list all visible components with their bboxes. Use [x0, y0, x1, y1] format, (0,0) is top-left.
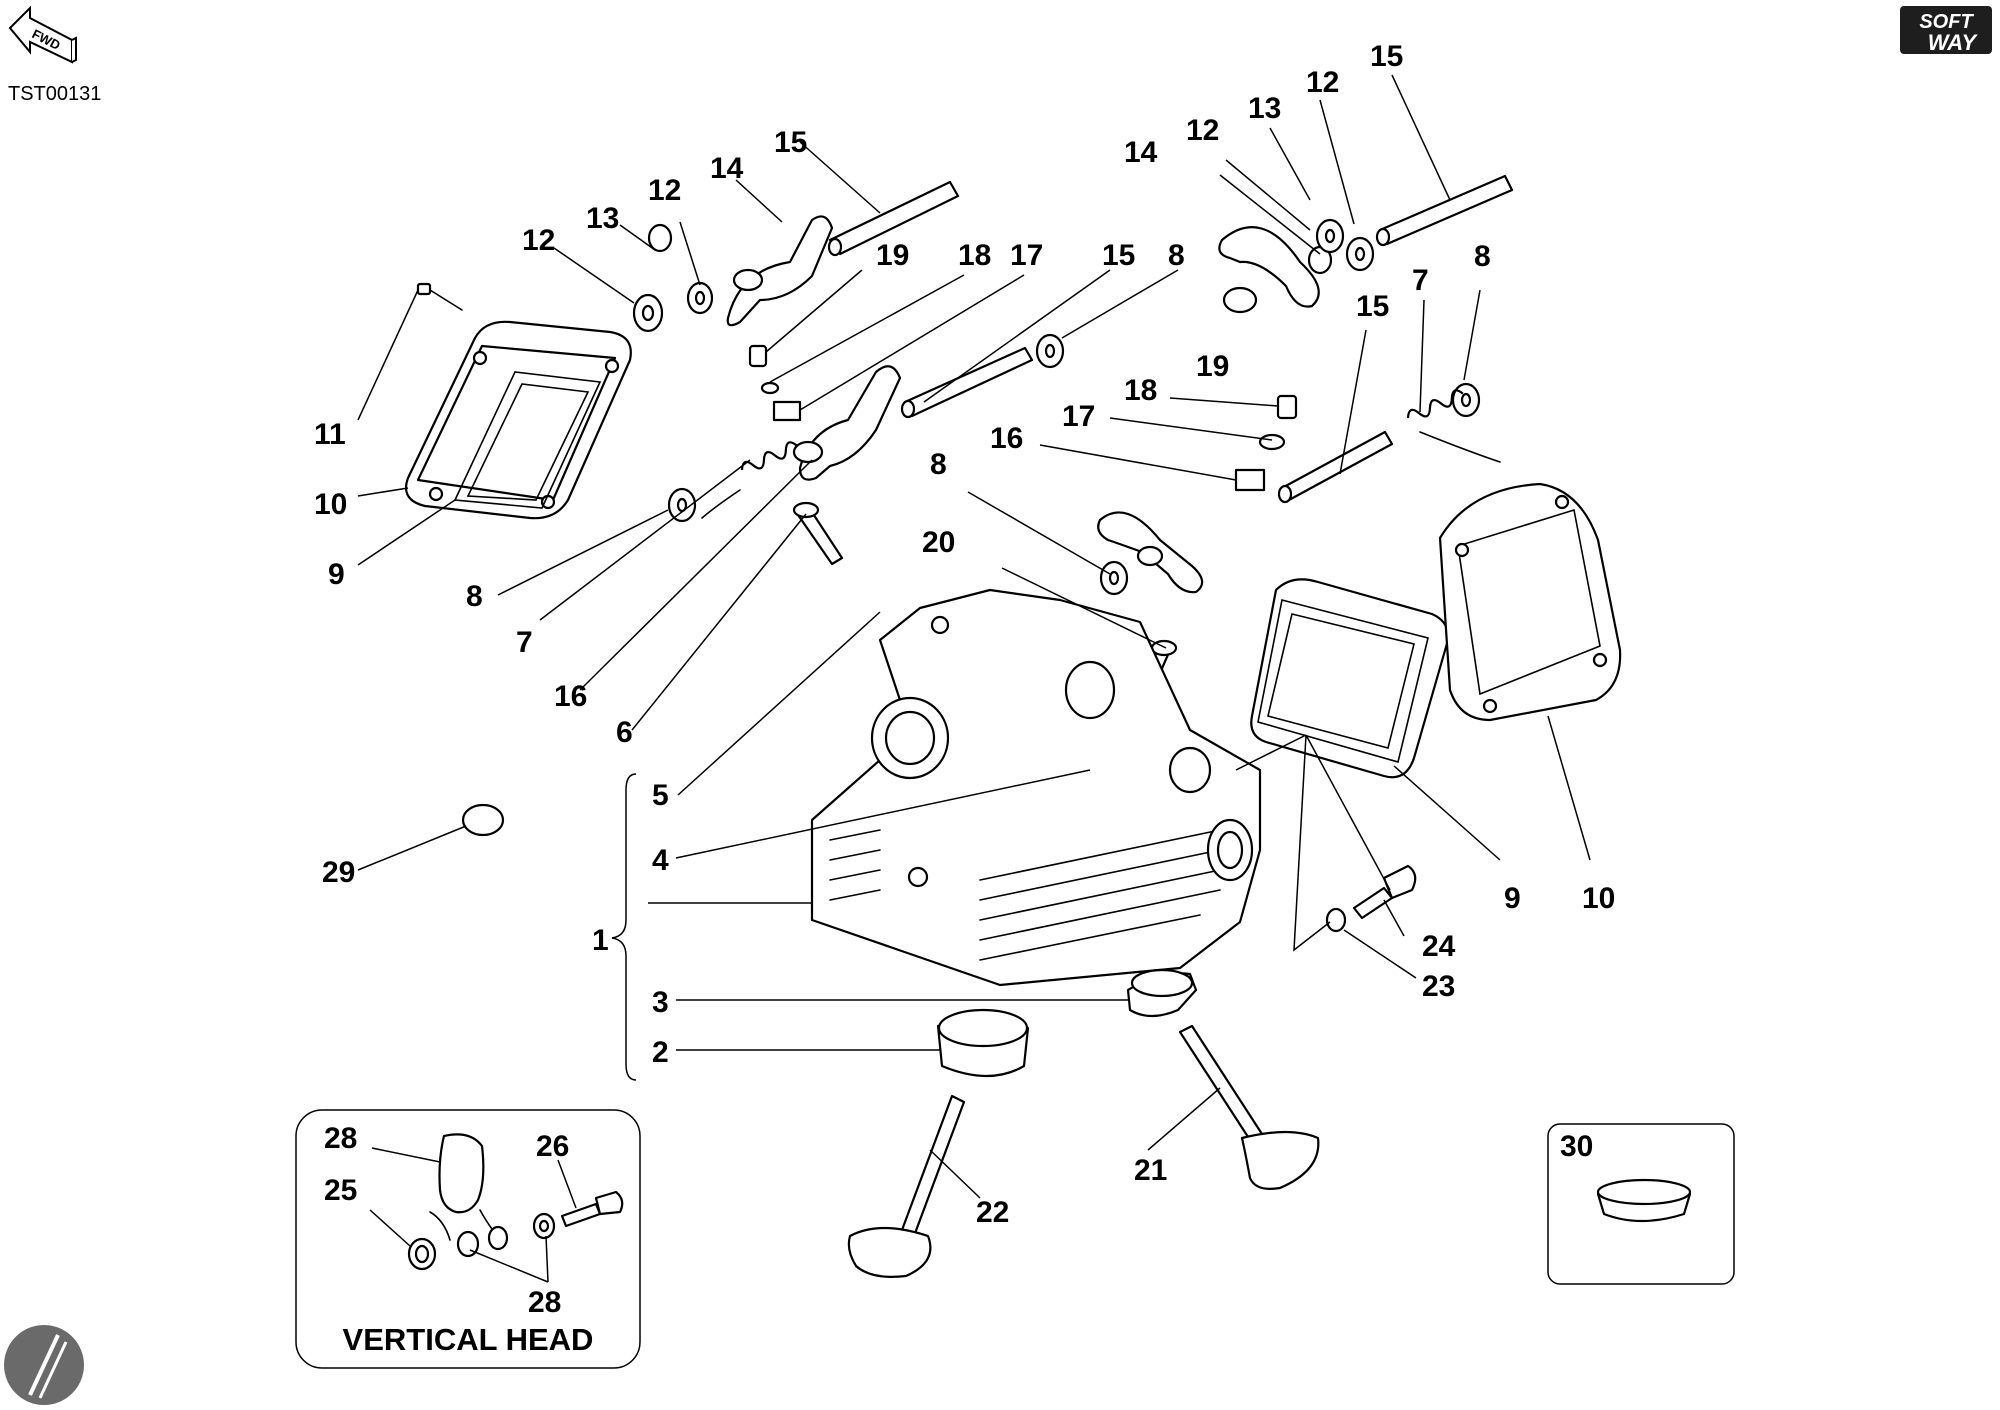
callout-8-right-upper: 8 — [1474, 240, 1491, 273]
callout-18-left: 18 — [958, 239, 991, 272]
callout-labels: 11 10 9 8 7 16 6 5 4 1 3 2 29 12 13 12 1… — [314, 40, 1615, 1229]
callout-15-right-mid: 15 — [1356, 290, 1389, 323]
callout-5: 5 — [652, 779, 669, 812]
valve-springs — [701, 387, 1501, 519]
right-valve-cover — [1438, 482, 1622, 722]
callout-7-right: 7 — [1412, 264, 1429, 297]
plug-29 — [461, 803, 505, 837]
callout-4: 4 — [652, 844, 669, 877]
callout-28: 28 — [528, 1286, 561, 1319]
left-cover-gasket — [453, 371, 602, 509]
callout-12-left-inner: 12 — [648, 174, 681, 207]
callout-10-right: 10 — [1582, 882, 1615, 915]
callout-16-right: 16 — [990, 422, 1023, 455]
valve-seat-rings — [936, 968, 1198, 1078]
callout-8: 8 — [466, 580, 483, 613]
cover-bolt-and-washer — [1325, 864, 1417, 933]
callout-11: 11 — [314, 418, 346, 451]
callout-1: 1 — [592, 924, 609, 957]
valve-intake — [847, 1094, 966, 1278]
rocker-shaft-mid-left — [900, 346, 1034, 419]
corner-stamp-icon — [4, 1325, 84, 1405]
inset-vertical-head: 28 25 26 28 VERTICAL HEAD — [295, 1109, 641, 1369]
callout-18-right: 18 — [1124, 374, 1157, 407]
right-cover-gasket — [1250, 578, 1450, 779]
callout-3: 3 — [652, 986, 669, 1019]
callout-6: 6 — [616, 716, 633, 749]
softway-logo: SOFT WAY — [1900, 6, 1992, 55]
callout-7: 7 — [516, 626, 533, 659]
callout-25: 25 — [324, 1174, 357, 1207]
rocker-shaft-upper-right — [1375, 174, 1514, 247]
callout-24: 24 — [1422, 930, 1456, 963]
callout-17-right: 17 — [1062, 400, 1095, 433]
cylinder-head — [810, 588, 1262, 987]
valve-exhaust — [1178, 1024, 1320, 1190]
rocker-arm-mid-right — [1097, 511, 1204, 594]
callout-15-right-top: 15 — [1370, 40, 1403, 73]
document-id: TST00131 — [8, 83, 101, 105]
callout-17-left: 17 — [1010, 239, 1043, 272]
leader-lines — [357, 74, 1591, 1199]
callout-12-right-outer: 12 — [1186, 114, 1219, 147]
callout-8-center: 8 — [1168, 239, 1185, 272]
callout-12-left-outer: 12 — [522, 224, 555, 257]
callout-21: 21 — [1134, 1154, 1167, 1187]
rocker-arm-mid-left — [792, 365, 902, 481]
rocker-arm-upper-left — [726, 215, 834, 327]
callout-27: 28 — [324, 1122, 357, 1155]
left-cover-screw — [416, 282, 463, 311]
callout-2: 2 — [652, 1036, 669, 1069]
logo-line2: WAY — [1928, 30, 1979, 55]
left-valve-cover — [404, 320, 632, 520]
callout-8-right-lower: 8 — [930, 448, 947, 481]
logo-line1: SOFT — [1919, 11, 1974, 33]
inset-title: VERTICAL HEAD — [343, 1322, 594, 1357]
callout-19-right: 19 — [1196, 350, 1229, 383]
callout-13-right: 13 — [1248, 92, 1281, 125]
callout-14-left: 14 — [710, 152, 744, 185]
rocker-shaft-upper-left — [827, 180, 960, 257]
rocker-arm-upper-right — [1218, 226, 1320, 314]
callout-23: 23 — [1422, 970, 1455, 1003]
callout-20: 20 — [922, 526, 955, 559]
callout-9-right: 9 — [1504, 882, 1521, 915]
callout-26: 26 — [536, 1130, 569, 1163]
callout-14-right: 14 — [1124, 136, 1158, 169]
callout-13-left: 13 — [586, 202, 619, 235]
callout-10: 10 — [314, 488, 347, 521]
inset-part-30: 30 — [1547, 1123, 1735, 1285]
callout-29: 29 — [322, 856, 355, 889]
callout-9: 9 — [328, 558, 345, 591]
callout-22: 22 — [976, 1196, 1009, 1229]
callout-19-left: 19 — [876, 239, 909, 272]
fwd-arrow-icon: FWD — [8, 5, 77, 64]
rocker-shaft-mid-right — [1277, 430, 1394, 504]
callout-16: 16 — [554, 680, 587, 713]
callout-30: 30 — [1560, 1130, 1593, 1163]
callout-15-left-top: 15 — [774, 126, 807, 159]
callout-15-center: 15 — [1102, 239, 1135, 272]
shim-washers — [632, 218, 1481, 596]
callout-12-right-inner: 12 — [1306, 66, 1339, 99]
